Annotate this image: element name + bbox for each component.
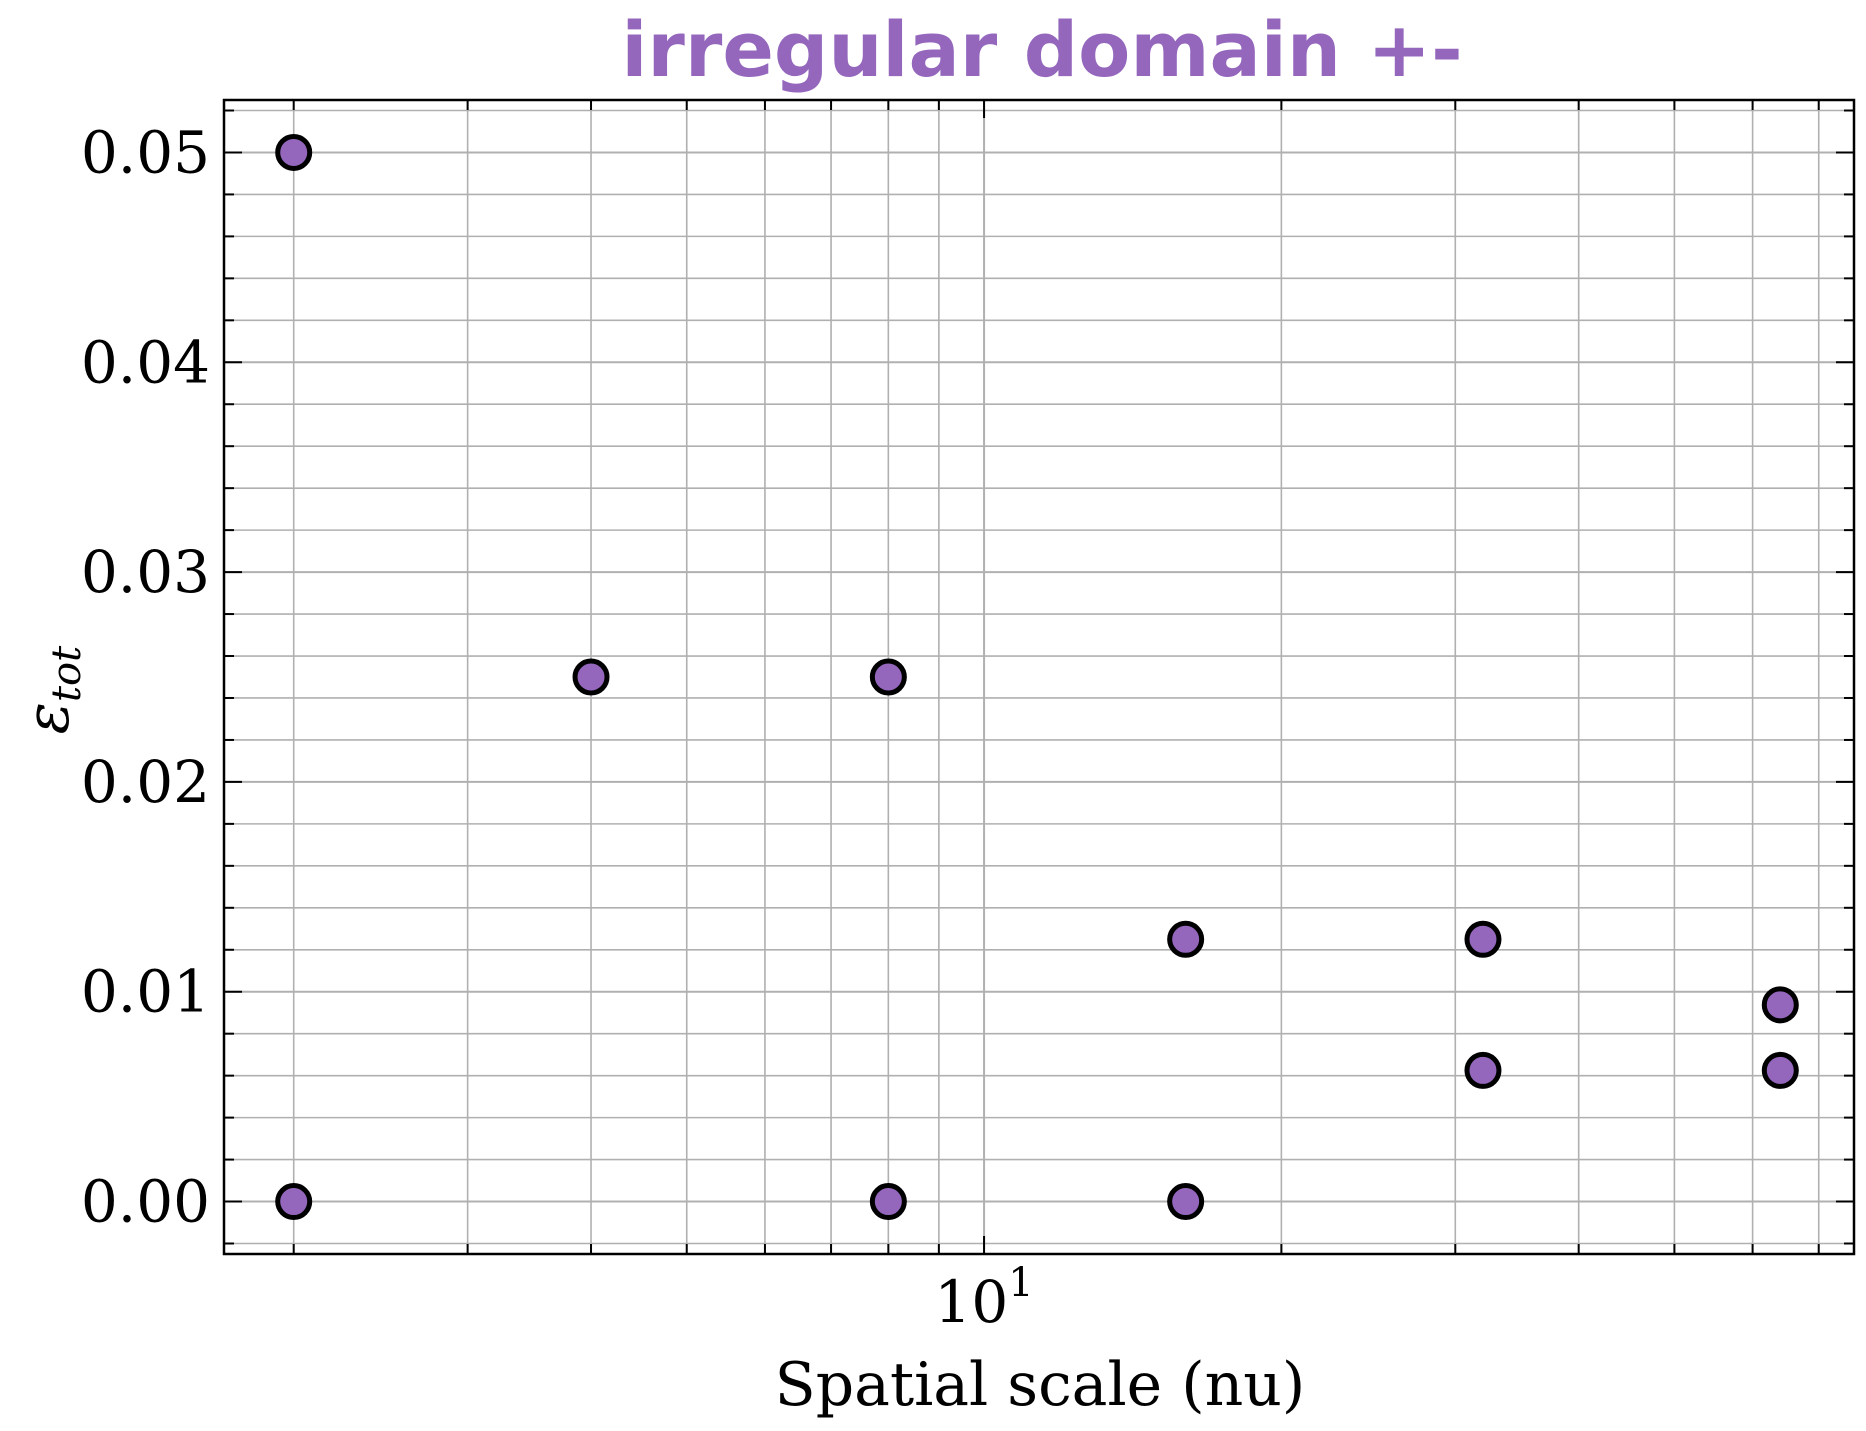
- data-points: [275, 133, 1799, 1221]
- y-tick-label: 0.03: [81, 538, 210, 606]
- axes: 0.00 0.01 0.02 0.03 0.04 0.05 101: [81, 98, 1856, 1336]
- data-point: [275, 1183, 313, 1221]
- data-point: [1761, 986, 1799, 1024]
- data-point: [869, 1183, 907, 1221]
- y-tick-label: 0.05: [81, 118, 210, 186]
- data-point: [1761, 1051, 1799, 1089]
- y-tick-label: 0.04: [81, 328, 210, 396]
- y-tick-label: 0.02: [81, 748, 210, 816]
- x-tick-label: 101: [934, 1260, 1033, 1336]
- data-point: [1464, 920, 1502, 958]
- plot-frame: [222, 98, 1856, 1256]
- x-axis-label: Spatial scale (nu): [775, 1350, 1306, 1420]
- grid-lines: [224, 100, 1854, 1254]
- y-tick-label: 0.01: [81, 958, 210, 1026]
- chart-title: irregular domain +-: [621, 5, 1462, 94]
- data-point: [1167, 1183, 1205, 1221]
- y-axis-label-subscript: tot: [44, 645, 90, 702]
- y-axis-label: εtot: [13, 645, 90, 734]
- y-tick-label: 0.00: [81, 1168, 210, 1236]
- y-axis-label-symbol: ε: [13, 702, 83, 734]
- data-point: [572, 658, 610, 696]
- data-point: [1167, 920, 1205, 958]
- data-point: [275, 133, 313, 171]
- data-point: [869, 658, 907, 696]
- data-point: [1464, 1051, 1502, 1089]
